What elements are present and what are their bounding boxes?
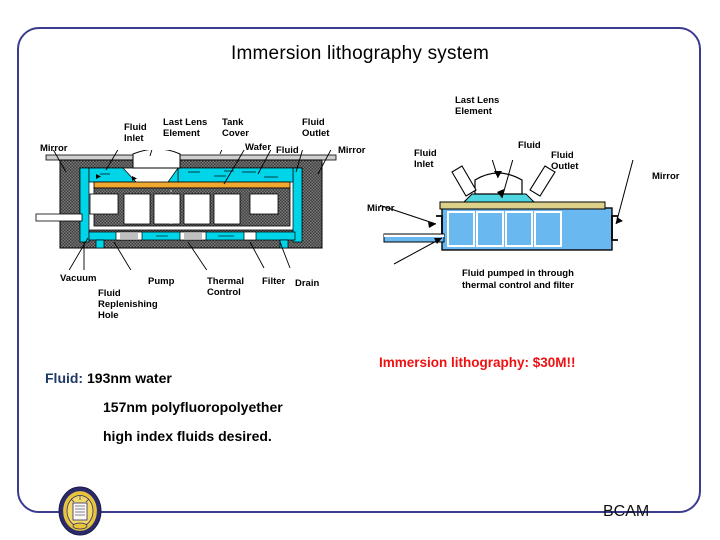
footer-brand: BCAM bbox=[603, 503, 650, 520]
fluid-value-3: high index fluids desired. bbox=[103, 428, 272, 444]
stage-side-view-svg bbox=[380, 160, 634, 265]
label-fluid-outlet-right: Fluid Outlet bbox=[551, 150, 579, 172]
fluid-spec-row-3: high index fluids desired. bbox=[45, 428, 283, 457]
label-drain: Drain bbox=[295, 278, 320, 289]
label-fluid-replenishing-hole: Fluid Replenishing Hole bbox=[98, 288, 158, 321]
label-wafer: Wafer bbox=[245, 142, 272, 153]
cost-highlight: Immersion lithography: $30M!! bbox=[379, 355, 576, 370]
right-diagram-caption: Fluid pumped in through thermal control … bbox=[462, 268, 574, 291]
label-tank-cover: Tank Cover bbox=[222, 117, 249, 139]
label-mirror-left: Mirror bbox=[40, 143, 68, 154]
label-last-lens-element-left: Last Lens Element bbox=[163, 117, 208, 139]
label-fluid-left: Fluid bbox=[276, 145, 299, 156]
left-diagram-graphic bbox=[28, 150, 348, 270]
label-last-lens-element-right: Last Lens Element bbox=[455, 95, 500, 117]
fluid-value-2: 157nm polyfluoropolyether bbox=[103, 399, 283, 415]
footer-divider bbox=[105, 512, 600, 513]
fluid-spec-row-1: Fluid: 193nm water bbox=[45, 370, 283, 399]
right-diagram-graphic bbox=[380, 160, 670, 270]
label-pump: Pump bbox=[148, 276, 175, 287]
label-thermal-control: Thermal Control bbox=[207, 276, 244, 298]
fluid-spec-row-2: 157nm polyfluoropolyether bbox=[45, 399, 283, 428]
page-title: Immersion lithography system bbox=[231, 43, 489, 64]
university-seal-logo bbox=[57, 486, 103, 536]
fluid-spec-block: Fluid: 193nm water 157nm polyfluoropolye… bbox=[45, 370, 283, 457]
label-mirror-left-right-diagram: Mirror bbox=[367, 203, 395, 214]
label-filter: Filter bbox=[262, 276, 286, 287]
label-fluid-inlet-left: Fluid Inlet bbox=[124, 122, 147, 144]
label-fluid-inlet-right: Fluid Inlet bbox=[414, 148, 437, 170]
label-fluid-outlet-left: Fluid Outlet bbox=[302, 117, 330, 139]
label-mirror-right-left: Mirror bbox=[338, 145, 366, 156]
fluid-label: Fluid: bbox=[45, 370, 84, 386]
tank-cross-section-svg bbox=[35, 150, 337, 270]
label-fluid-right: Fluid bbox=[518, 140, 541, 151]
label-vacuum: Vacuum bbox=[60, 273, 97, 284]
fluid-value-1: 193nm water bbox=[87, 370, 172, 386]
label-mirror-far-right: Mirror bbox=[652, 171, 680, 182]
